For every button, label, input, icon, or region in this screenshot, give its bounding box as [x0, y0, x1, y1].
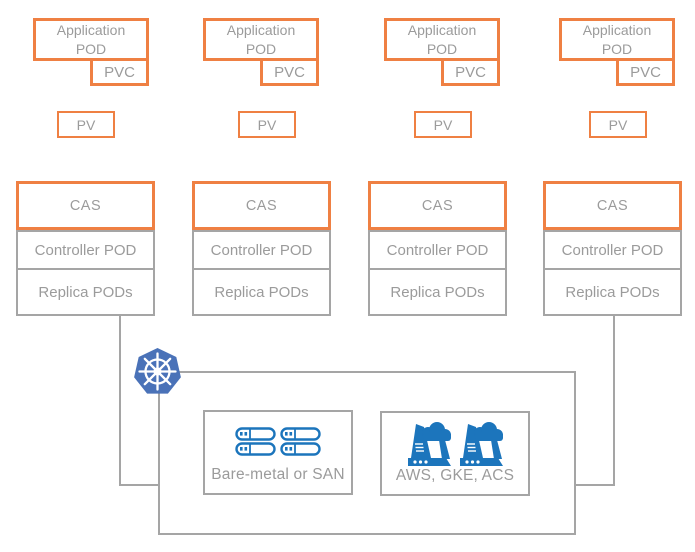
application-pod-label: Application POD — [56, 22, 126, 57]
cas-stack: CAS Controller POD Replica PODs — [368, 181, 507, 316]
cas-stack: CAS Controller POD Replica PODs — [192, 181, 331, 316]
cas-stack: CAS Controller POD Replica PODs — [543, 181, 682, 316]
pvc-label: PVC — [104, 63, 135, 81]
controller-pod-box: Controller POD — [543, 230, 682, 270]
application-pod-label: Application POD — [407, 22, 477, 57]
pv-box: PV — [414, 111, 472, 138]
connector-left-horizontal — [119, 484, 158, 486]
connector-left-vertical — [119, 316, 121, 486]
application-pod-box: Application POD — [559, 18, 675, 61]
controller-pod-box: Controller POD — [16, 230, 155, 270]
pv-box: PV — [589, 111, 647, 138]
pv-box: PV — [57, 111, 115, 138]
replica-pods-box: Replica PODs — [368, 268, 507, 316]
pv-box: PV — [238, 111, 296, 138]
replica-pods-box: Replica PODs — [16, 268, 155, 316]
cas-stack: CAS Controller POD Replica PODs — [16, 181, 155, 316]
controller-pod-label: Controller POD — [386, 241, 489, 259]
application-pod-label: Application POD — [582, 22, 652, 57]
pvc-box: PVC — [90, 58, 149, 86]
replica-pods-box: Replica PODs — [192, 268, 331, 316]
replica-pods-box: Replica PODs — [543, 268, 682, 316]
replica-pods-label: Replica PODs — [565, 283, 660, 301]
pvc-box: PVC — [260, 58, 319, 86]
pv-label: PV — [257, 116, 277, 133]
pv-label: PV — [433, 116, 453, 133]
connector-right-vertical — [613, 316, 615, 486]
application-pod-box: Application POD — [33, 18, 149, 61]
cas-label: CAS — [245, 197, 278, 214]
cas-box: CAS — [543, 181, 682, 230]
kubernetes-icon — [134, 348, 181, 394]
controller-pod-label: Controller POD — [561, 241, 664, 259]
pvc-label: PVC — [630, 63, 661, 81]
bare-metal-box: Bare-metal or SAN — [203, 410, 353, 495]
cas-box: CAS — [192, 181, 331, 230]
cas-box: CAS — [16, 181, 155, 230]
application-pod-label: Application POD — [226, 22, 296, 57]
server-rack-icon — [235, 412, 321, 466]
pvc-label: PVC — [455, 63, 486, 81]
cloud-providers-label: AWS, GKE, ACS — [395, 467, 515, 484]
pv-label: PV — [76, 116, 96, 133]
pvc-box: PVC — [441, 58, 500, 86]
pv-label: PV — [608, 116, 628, 133]
cas-label: CAS — [596, 197, 629, 214]
application-pod-box: Application POD — [203, 18, 319, 61]
cas-label: CAS — [69, 197, 102, 214]
replica-pods-label: Replica PODs — [38, 283, 133, 301]
controller-pod-label: Controller POD — [34, 241, 137, 259]
replica-pods-label: Replica PODs — [390, 283, 485, 301]
cas-label: CAS — [421, 197, 454, 214]
application-pod-box: Application POD — [384, 18, 500, 61]
pvc-label: PVC — [274, 63, 305, 81]
cloud-providers-box: AWS, GKE, ACS — [380, 411, 530, 496]
pvc-box: PVC — [616, 58, 675, 86]
cloud-server-icon — [407, 413, 503, 467]
replica-pods-label: Replica PODs — [214, 283, 309, 301]
connector-right-horizontal — [576, 484, 615, 486]
controller-pod-box: Controller POD — [192, 230, 331, 270]
controller-pod-label: Controller POD — [210, 241, 313, 259]
bare-metal-label: Bare-metal or SAN — [211, 466, 345, 483]
cas-box: CAS — [368, 181, 507, 230]
controller-pod-box: Controller POD — [368, 230, 507, 270]
